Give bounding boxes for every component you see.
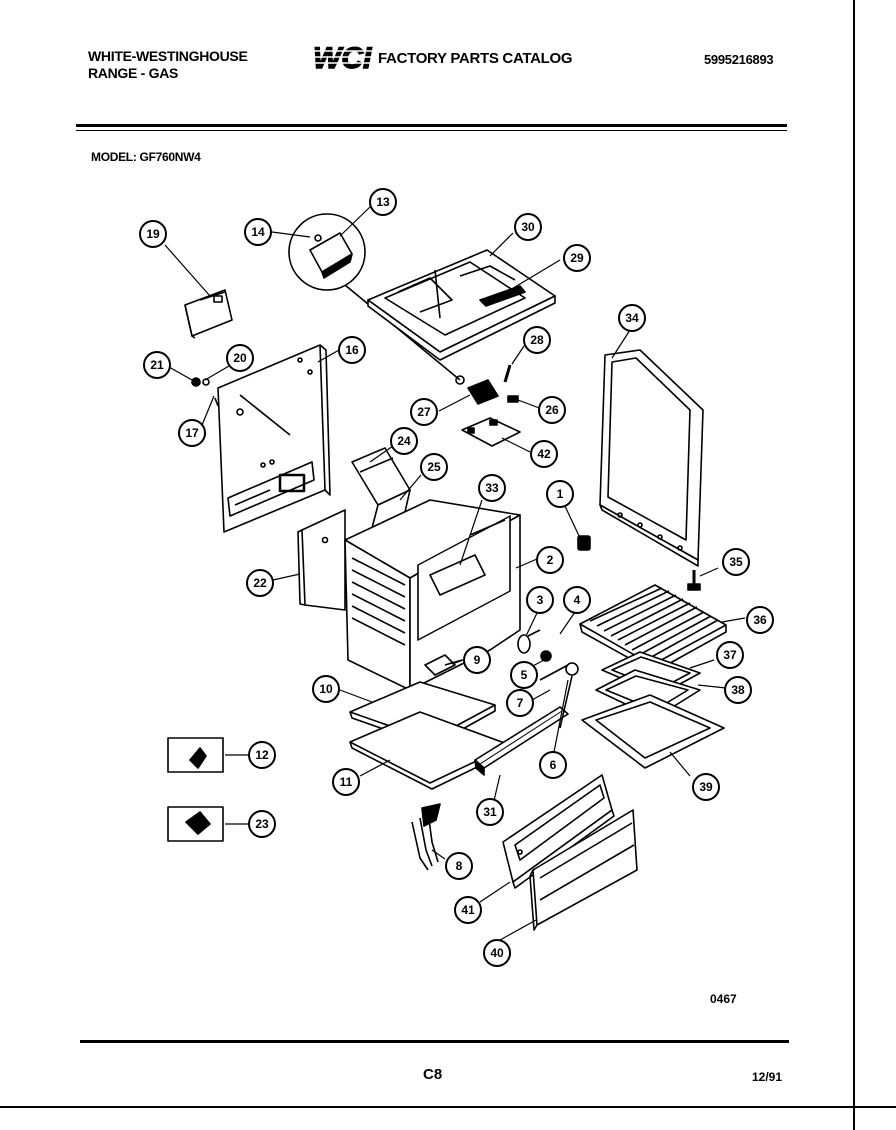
- callout-2: 2: [547, 553, 554, 567]
- callout-9: 9: [474, 653, 481, 667]
- page-number: C8: [423, 1066, 443, 1083]
- product-type: RANGE - GAS: [88, 65, 179, 81]
- part-cooktop-30: [367, 249, 556, 361]
- part-bracket-42: [461, 417, 521, 447]
- part-bracket-19: [184, 289, 233, 339]
- callout-28: 28: [530, 333, 544, 347]
- part-box-12: [167, 737, 224, 773]
- scan-edge-bottom: [0, 1106, 896, 1108]
- catalog-part-number: 5995216893: [704, 52, 774, 67]
- callout-30: 30: [521, 220, 535, 234]
- part-drawer-front-40: [529, 809, 638, 931]
- part-back-panel-16: [217, 344, 331, 533]
- part-screws-17-21: [191, 377, 219, 407]
- callout-12: 12: [255, 748, 269, 762]
- callout-16: 16: [345, 343, 359, 357]
- callout-10: 10: [319, 682, 333, 696]
- part-oven-body-2: [344, 499, 521, 691]
- callout-29: 29: [570, 251, 584, 265]
- scan-edge-right: [853, 0, 855, 1130]
- callout-17: 17: [185, 426, 199, 440]
- callout-40: 40: [490, 946, 504, 960]
- part-leveler-35: [687, 570, 701, 591]
- callout-7: 7: [517, 696, 524, 710]
- part-burner-31: [474, 706, 569, 776]
- callout-19: 19: [146, 227, 160, 241]
- brand-name: WHITE-WESTINGHOUSE: [88, 48, 248, 64]
- callout-8: 8: [456, 859, 463, 873]
- callout-5: 5: [521, 668, 528, 682]
- callout-35: 35: [729, 555, 743, 569]
- callout-3: 3: [537, 593, 544, 607]
- wci-logo: WCI: [312, 42, 374, 72]
- part-box-23: [167, 806, 224, 842]
- callout-41: 41: [461, 903, 475, 917]
- callout-24: 24: [397, 434, 411, 448]
- callout-circles: [139, 188, 774, 967]
- callout-21: 21: [150, 358, 164, 372]
- callout-13: 13: [376, 195, 390, 209]
- diagram-code: 0467: [710, 992, 737, 1006]
- callout-34: 34: [625, 311, 639, 325]
- callout-38: 38: [731, 683, 745, 697]
- callout-36: 36: [753, 613, 767, 627]
- callout-numbers: 19 13 14 30 29 28 34 16 21 20 17 27 26 4…: [146, 195, 767, 960]
- callout-6: 6: [550, 758, 557, 772]
- header-rule-thin: [76, 130, 787, 131]
- part-small-3-7: [517, 629, 579, 729]
- catalog-date: 12/91: [752, 1070, 783, 1084]
- callout-25: 25: [427, 460, 441, 474]
- part-bottom-panel-11: [349, 711, 511, 790]
- callout-33: 33: [485, 481, 499, 495]
- callout-20: 20: [233, 351, 247, 365]
- part-detail-inset: [288, 213, 461, 381]
- callout-22: 22: [253, 576, 267, 590]
- callout-14: 14: [251, 225, 265, 239]
- callout-31: 31: [483, 805, 497, 819]
- callout-23: 23: [255, 817, 269, 831]
- callout-42: 42: [537, 447, 551, 461]
- part-knob-1: [577, 535, 591, 551]
- brand-block: WHITE-WESTINGHOUSE RANGE - GAS: [88, 48, 248, 82]
- callout-4: 4: [574, 593, 581, 607]
- part-side-panel-22: [297, 509, 346, 611]
- callout-27: 27: [417, 405, 431, 419]
- callout-1: 1: [557, 487, 564, 501]
- catalog-title: FACTORY PARTS CATALOG: [378, 50, 573, 67]
- callout-39: 39: [699, 780, 713, 794]
- part-igniter-8: [411, 803, 441, 871]
- callout-11: 11: [340, 775, 353, 789]
- part-panel-34: [599, 349, 704, 567]
- callout-37: 37: [723, 648, 737, 662]
- part-pan-39: [581, 694, 725, 769]
- footer-rule: [80, 1040, 789, 1043]
- callout-26: 26: [545, 403, 559, 417]
- part-hardware-26-28: [455, 364, 519, 405]
- model-label: MODEL: GF760NW4: [91, 150, 201, 164]
- header-rule: [76, 124, 787, 127]
